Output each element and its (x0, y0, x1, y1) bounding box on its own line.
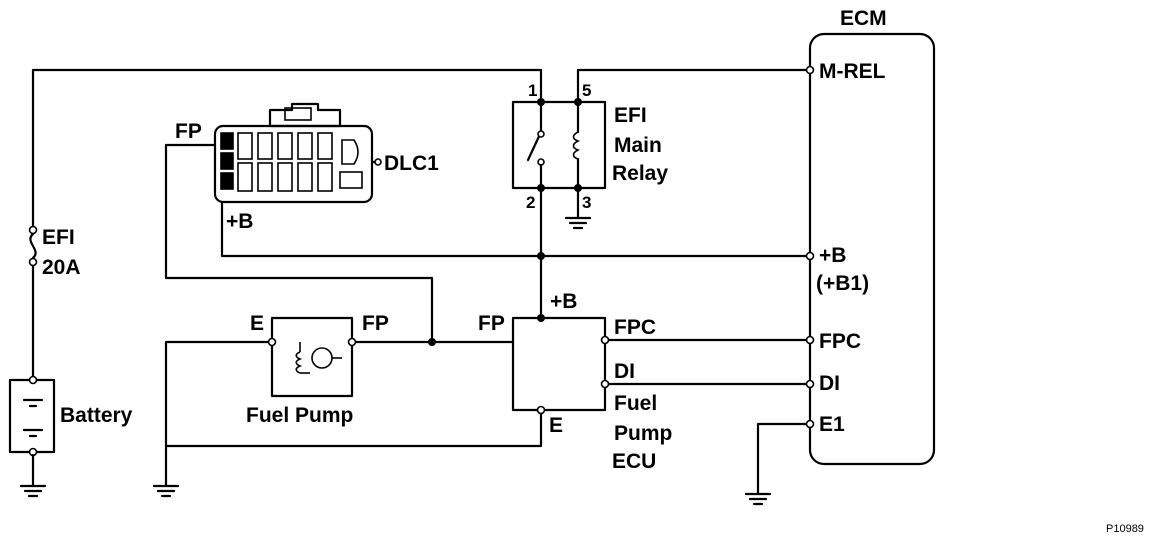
dlc1-b-label: +B (226, 210, 253, 233)
relay-pin1-label: 1 (528, 81, 537, 100)
relay-name-line3: Relay (612, 162, 668, 185)
ecu-name-line2: Pump (614, 422, 672, 445)
ecu-name-line3: ECU (612, 450, 656, 473)
ecm-pin-e1: E1 (819, 413, 845, 436)
relay-pin3-label: 3 (582, 193, 591, 212)
ecu-di-label: DI (614, 360, 635, 383)
fuel-pump-e-label: E (250, 312, 264, 335)
ecu-e-label: E (549, 414, 563, 437)
motor-icon (295, 342, 342, 374)
ecm-pin-mrel: M-REL (819, 60, 886, 83)
relay-box (511, 100, 607, 190)
fuel-pump-label: Fuel Pump (246, 404, 353, 427)
figure-ref: P10989 (1106, 523, 1144, 535)
relay-pin5-label: 5 (582, 81, 591, 100)
ecu-fpc-label: FPC (614, 316, 656, 339)
relay-name-line2: Main (614, 134, 662, 157)
relay-name-line1: EFI (614, 104, 647, 127)
wire-mrel-to-relay5 (576, 68, 810, 104)
fuel-pump-fp-label: FP (362, 312, 389, 335)
ecm-pin-b1: (+B1) (816, 272, 869, 295)
dlc1-fp-label: FP (175, 120, 202, 143)
relay-switch-contact (526, 100, 545, 190)
relay-pin2-label: 2 (526, 193, 535, 212)
ecu-name-line1: Fuel (614, 392, 657, 415)
ecm-box (808, 32, 936, 466)
wire-dlc-fp-to-fp-line (164, 143, 434, 344)
dlc1-connector (213, 102, 382, 204)
wire-e1-to-ground (756, 422, 810, 496)
ecm-pin-di: DI (819, 372, 840, 395)
fuse-label-line2: 20A (42, 256, 81, 279)
fuse-label-line1: EFI (42, 226, 75, 249)
relay-coil-icon (572, 100, 581, 190)
wire-dlc-b-to-ecm-b (220, 200, 810, 258)
ground-symbol-pump (152, 444, 180, 498)
ecm-pin-fpc: FPC (819, 330, 861, 353)
ecm-pin-b: +B (819, 244, 846, 267)
dlc1-label: DLC1 (384, 152, 439, 175)
battery-label: Battery (60, 404, 133, 427)
fuse-symbol (28, 225, 38, 267)
battery-symbol (8, 375, 56, 457)
ground-symbol-ecm (744, 492, 772, 506)
wire-fuse-to-relay1 (31, 68, 543, 228)
fuel-pump-ecu-box (511, 316, 607, 412)
ground-symbol-relay (564, 186, 592, 230)
ground-symbol-battery (19, 453, 47, 498)
wire-pump-e-to-ground (164, 340, 543, 448)
ecu-fp-label: FP (478, 312, 505, 335)
ecu-b-label: +B (550, 290, 577, 313)
ecm-title: ECM (840, 7, 887, 30)
